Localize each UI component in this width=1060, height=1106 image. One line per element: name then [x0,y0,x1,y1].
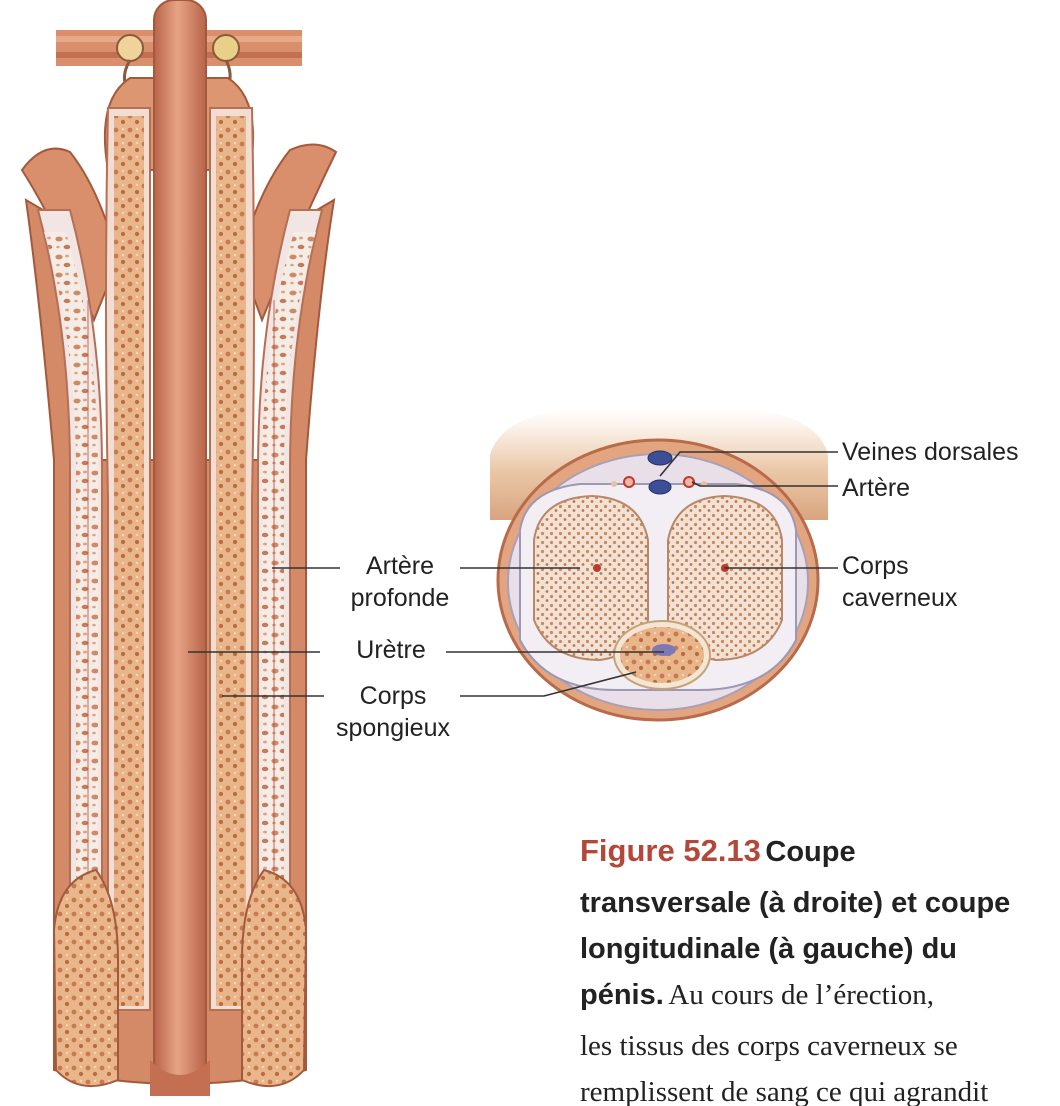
label-uretre: Urètre [335,634,447,666]
root-nerve-left [117,35,143,61]
glans-right [242,870,306,1086]
label-veines-dorsales: Veines dorsales [842,436,1056,468]
cross-dorsal-artery-left [624,477,634,487]
glans-left [54,870,118,1086]
cross-deep-artery-left [593,564,601,572]
caption-title-line3: longitudinale (à gauche) du [580,926,1050,972]
root-nerve-right [213,35,239,61]
label-corps-caverneux: Corps caverneux [842,550,992,614]
cross-urethra [652,644,676,656]
cross-dorsal-vein-top [648,451,672,465]
caption-title-line1: Coupe [765,836,855,868]
urethra-tube [154,0,206,1090]
figure-caption: Figure 52.13 Coupe transversale (à droit… [580,828,1050,1106]
label-corps-spongieux: Corps spongieux [320,680,466,744]
caption-title-line4: pénis. [580,979,664,1011]
transverse-section [490,410,828,720]
figure-number: Figure 52.13 [580,833,761,868]
cross-dorsal-vein-bottom [649,480,671,494]
caption-body-line2: les tissus des corps caverneux se [580,1023,1050,1069]
label-artere: Artère [842,472,1042,504]
longitudinal-section [22,0,336,1096]
caption-body-line3: remplissent de sang ce qui agrandit [580,1069,1050,1106]
caption-body-line1: Au cours de l’érection, [668,979,934,1011]
label-artere-profonde: Artère profonde [336,550,464,614]
caption-title-line2: transversale (à droite) et coupe [580,880,1050,926]
